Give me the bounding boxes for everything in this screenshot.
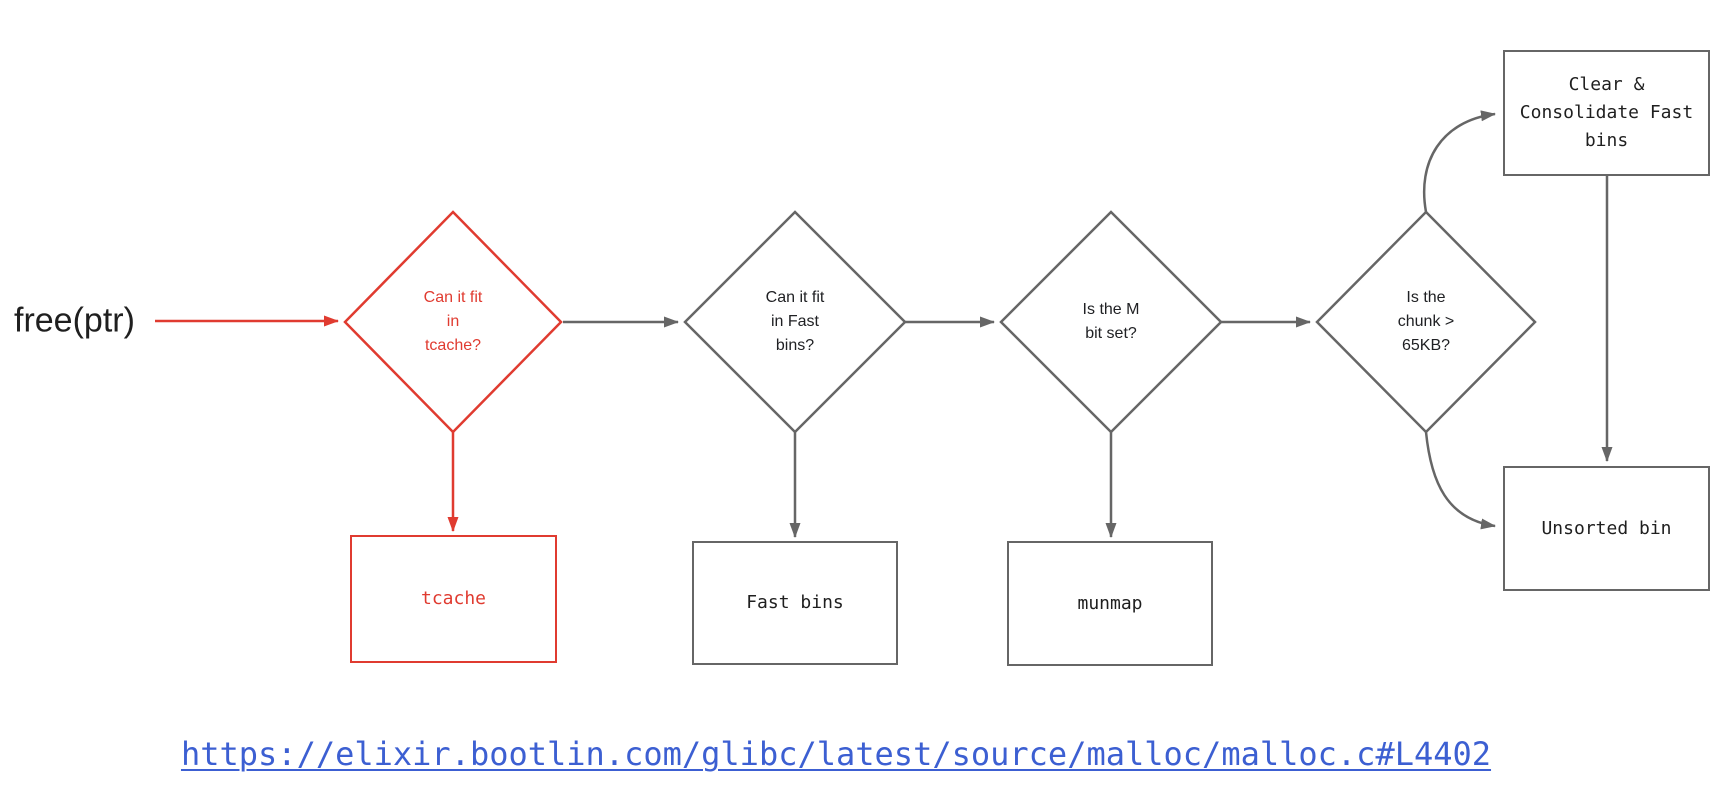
clear-consolidate-box-label: Clear & Consolidate Fast bins: [1519, 74, 1694, 151]
munmap-box-label: munmap: [1077, 592, 1143, 614]
curve-to-clear-consolidate-box: [1422, 110, 1496, 213]
unsorted-bin-box-label: Unsorted bin: [1541, 517, 1672, 539]
curve-to-unsorted-box: [1424, 431, 1496, 530]
decision-mbit-question: Is the M bit set?: [1082, 301, 1140, 342]
munmap-box: munmap: [1007, 541, 1213, 666]
decision-tcache-question: Can it fit in tcache?: [423, 289, 483, 354]
fastbins-box-label: Fast bins: [746, 592, 844, 614]
clear-consolidate-box: Clear & Consolidate Fast bins: [1503, 50, 1710, 176]
fastbins-box: Fast bins: [692, 541, 898, 665]
tcache-box: tcache: [350, 535, 557, 663]
decision-fastbins-question: Can it fit in Fast bins?: [765, 289, 825, 354]
unsorted-bin-box: Unsorted bin: [1503, 466, 1710, 591]
source-code-link[interactable]: https://elixir.bootlin.com/glibc/latest/…: [180, 735, 1492, 773]
tcache-box-label: tcache: [420, 588, 487, 610]
start-label: free(ptr): [14, 301, 135, 340]
decision-chunksize-question: Is the chunk > 65KB?: [1397, 289, 1455, 354]
